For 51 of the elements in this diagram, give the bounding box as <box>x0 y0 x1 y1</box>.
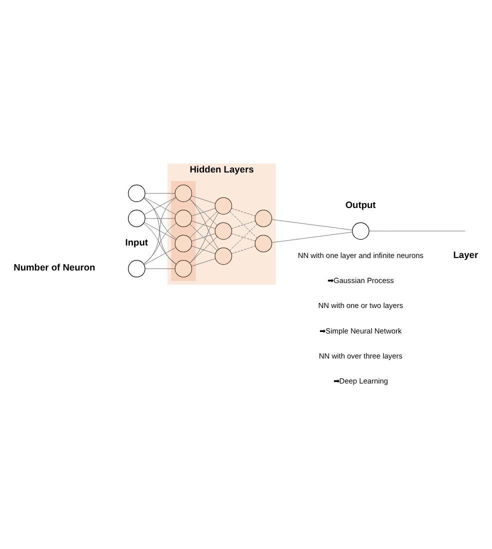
cluster: Hidden Layers <box>167 162 276 284</box>
label: NN with one or two layers <box>318 300 404 310</box>
connector <box>189 198 219 250</box>
label: ➡Deep Learning <box>333 376 388 386</box>
connector <box>144 222 176 240</box>
connector <box>144 196 176 214</box>
connector <box>144 192 176 194</box>
label: Output <box>345 199 376 210</box>
connector <box>144 246 176 264</box>
label: NN with over three layers <box>318 350 402 360</box>
connector <box>272 218 353 230</box>
connector <box>189 212 219 263</box>
connector <box>143 198 176 239</box>
connector <box>368 230 466 231</box>
connector <box>191 195 216 204</box>
connector <box>230 210 258 238</box>
cluster <box>171 180 196 281</box>
connector <box>190 236 218 263</box>
connector <box>191 232 216 241</box>
node-circle <box>128 184 146 202</box>
label: Number of Neuron <box>14 262 96 272</box>
label: Input <box>125 236 148 247</box>
connector <box>231 232 256 241</box>
node-circle <box>214 222 232 240</box>
connector <box>191 258 216 266</box>
label: NN with one layer and infinite neurons <box>298 250 424 260</box>
node-circle <box>128 209 146 227</box>
connector <box>231 245 256 254</box>
node-circle <box>352 222 370 240</box>
node-circle <box>174 209 192 227</box>
connector <box>191 208 216 216</box>
connector <box>190 198 218 226</box>
connector <box>231 220 256 228</box>
node-circle <box>174 260 192 277</box>
connector <box>190 210 218 238</box>
connector <box>230 223 258 250</box>
connector <box>272 231 353 242</box>
node-circle <box>254 234 272 252</box>
label: ➡Gaussian Process <box>327 276 394 285</box>
node-circle <box>128 260 146 277</box>
node-circle <box>214 246 232 264</box>
node-circle <box>214 196 232 214</box>
label: Layer <box>453 250 478 260</box>
connector <box>231 208 256 216</box>
node-circle <box>174 184 192 202</box>
node-circle <box>254 209 272 227</box>
node-circle <box>174 234 192 252</box>
connector <box>190 223 218 250</box>
connector <box>191 245 216 254</box>
connector <box>191 220 216 228</box>
label: ➡Simple Neural Network <box>320 326 402 335</box>
